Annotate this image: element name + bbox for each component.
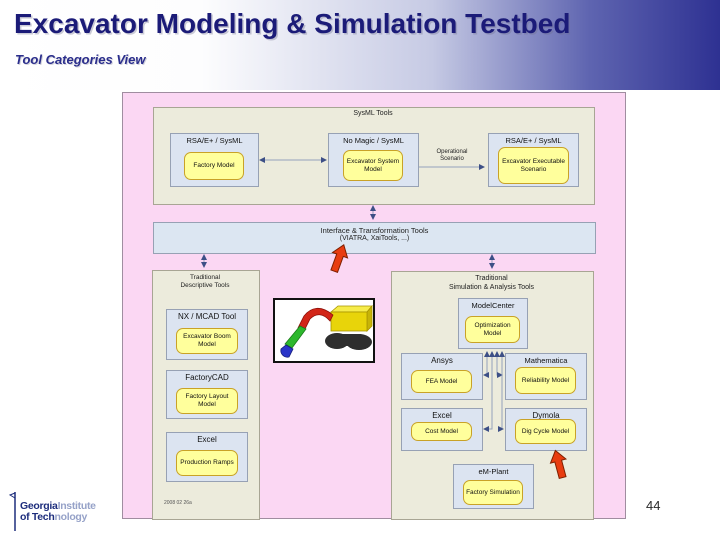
gt-line2-bold: of Tech <box>20 511 55 523</box>
toolbox-excel-right-name: Excel <box>432 411 452 420</box>
interface-transformation-bar: Interface & Transformation Tools (VIATRA… <box>153 222 596 254</box>
operational-scenario-line2: Scenario <box>440 156 464 163</box>
sysml-tools-title: SysML Tools <box>353 110 393 117</box>
gt-tower-icon <box>8 492 16 531</box>
toolbox-ansys: Ansys FEA Model <box>401 353 483 400</box>
gt-wordmark: GeorgiaInstitute of Technology <box>20 501 96 523</box>
toolbox-emplant-name: eM-Plant <box>478 467 509 476</box>
model-factory-layout-model: Factory Layout Model <box>176 388 238 414</box>
model-reliability-model: Reliability Model <box>515 367 576 394</box>
descriptive-tools-title: Traditional Descriptive Tools <box>152 274 258 290</box>
toolbox-modelcenter: ModelCenter Optimization Model <box>458 298 528 349</box>
gt-line1-light: Institute <box>57 500 96 512</box>
model-factory-model: Factory Model <box>184 152 244 180</box>
model-cost-model: Cost Model <box>411 422 472 441</box>
model-optimization-model: Optimization Model <box>465 316 520 343</box>
model-excavator-executable-scenario: Excavator Executable Scenario <box>498 147 569 184</box>
toolbox-nx-mcad: NX / MCAD Tool Excavator Boom Model <box>166 309 248 360</box>
date-note: 2008 02 26a <box>164 500 192 506</box>
toolbox-nomagic-name: No Magic / SysML <box>343 136 404 145</box>
header-band: Excavator Modeling & Simulation Testbed … <box>0 0 720 90</box>
toolbox-rsa-factory: RSA/E+ / SysML Factory Model <box>170 133 259 187</box>
simulation-tools-title-line1: Traditional <box>475 275 508 282</box>
toolbox-mathematica-name: Mathematica <box>524 356 568 365</box>
page-title: Excavator Modeling & Simulation Testbed <box>14 8 571 39</box>
toolbox-ansys-name: Ansys <box>431 356 453 365</box>
toolbox-rsa-executable-name: RSA/E+ / SysML <box>505 136 562 145</box>
gt-wordmark-line1: GeorgiaInstitute <box>20 501 96 512</box>
toolbox-dymola: Dymola Dig Cycle Model <box>505 408 587 451</box>
simulation-tools-title-line2: Simulation & Analysis Tools <box>448 283 535 291</box>
interface-bar-line1: Interface & Transformation Tools <box>320 226 429 235</box>
excavator-image <box>273 298 375 363</box>
model-excavator-system-model: Excavator System Model <box>343 150 403 181</box>
toolbox-factorycad: FactoryCAD Factory Layout Model <box>166 370 248 419</box>
model-production-ramps: Production Ramps <box>176 450 238 476</box>
excavator-clipart-icon <box>280 304 373 358</box>
simulation-tools-title: Traditional Simulation & Analysis Tools <box>391 275 592 293</box>
toolbox-modelcenter-name: ModelCenter <box>471 301 515 310</box>
interface-bar-line2: (VIATRA, XaiTools, ...) <box>339 235 410 243</box>
georgia-tech-logo: GeorgiaInstitute of Technology <box>8 487 138 533</box>
toolbox-emplant: eM-Plant Factory Simulation <box>453 464 534 509</box>
gt-wordmark-line2: of Technology <box>20 512 96 523</box>
model-dig-cycle-model: Dig Cycle Model <box>515 419 576 444</box>
gt-line1-bold: Georgia <box>20 500 58 512</box>
descriptive-tools-title-line1: Traditional <box>189 274 221 281</box>
toolbox-excel-left-name: Excel <box>197 435 217 444</box>
toolbox-nomagic: No Magic / SysML Excavator System Model <box>328 133 419 187</box>
model-fea-model: FEA Model <box>411 370 472 393</box>
toolbox-dymola-name: Dymola <box>532 411 560 420</box>
operational-scenario-label: Operational Scenario <box>424 149 480 163</box>
model-factory-simulation: Factory Simulation <box>463 480 523 505</box>
descriptive-tools-title-line2: Descriptive Tools <box>180 282 230 290</box>
model-excavator-boom-model: Excavator Boom Model <box>176 328 238 354</box>
toolbox-nx-mcad-name: NX / MCAD Tool <box>177 312 237 321</box>
toolbox-mathematica: Mathematica Reliability Model <box>505 353 587 400</box>
toolbox-rsa-factory-name: RSA/E+ / SysML <box>186 136 243 145</box>
toolbox-rsa-executable: RSA/E+ / SysML Excavator Executable Scen… <box>488 133 579 187</box>
operational-scenario-line1: Operational <box>436 149 468 155</box>
toolbox-excel-right: Excel Cost Model <box>401 408 483 451</box>
page-subtitle: Tool Categories View <box>15 52 146 67</box>
slide-number: 44 <box>646 498 661 513</box>
toolbox-excel-left: Excel Production Ramps <box>166 432 248 482</box>
toolbox-factorycad-name: FactoryCAD <box>185 373 229 382</box>
gt-line2-light: nology <box>54 511 88 523</box>
